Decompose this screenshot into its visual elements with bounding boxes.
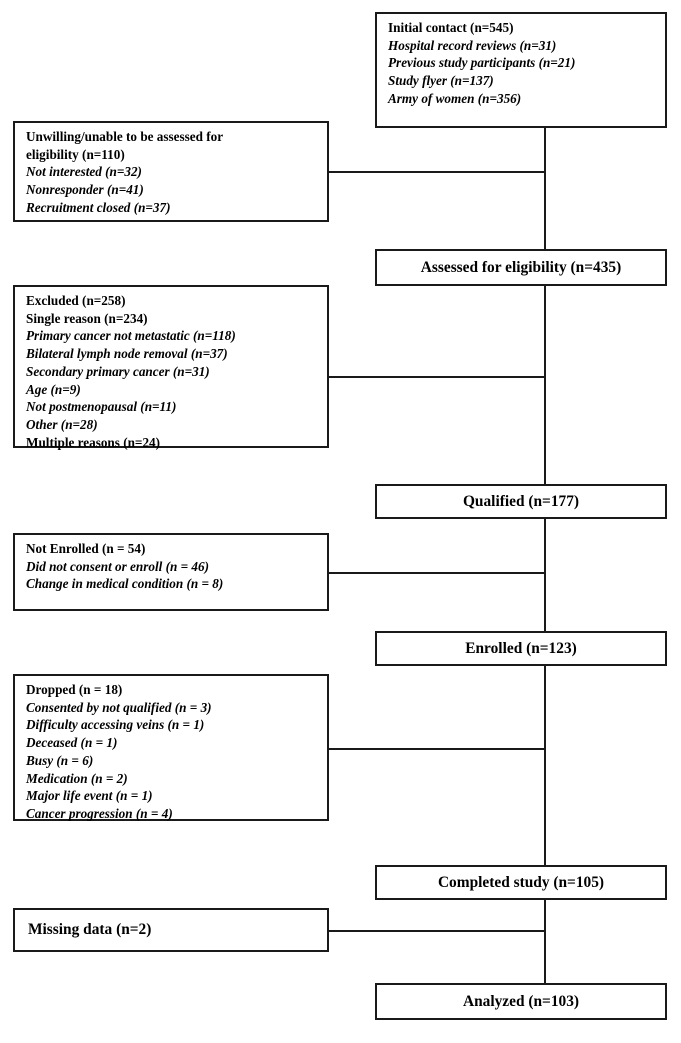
excluded-line-3: Primary cancer not metastatic (n=118): [26, 328, 236, 344]
box-unwilling-unable: Unwilling/unable to be assessed for elig…: [13, 121, 329, 222]
completed-label: Completed study (n=105): [437, 873, 605, 891]
connector-not-enrolled-branch: [328, 572, 546, 574]
box-not-enrolled-content: Not Enrolled (n = 54) Did not consent or…: [15, 535, 327, 598]
box-missing-data-content: Missing data (n=2): [15, 910, 327, 950]
box-qualified: Qualified (n=177): [375, 484, 667, 519]
box-dropped-content: Dropped (n = 18) Consented by not qualif…: [15, 676, 327, 828]
excluded-line-4: Bilateral lymph node removal (n=37): [26, 346, 228, 362]
excluded-line-1: Excluded (n=258): [26, 293, 126, 308]
initial-contact-line-4: Study flyer (n=137): [388, 73, 494, 89]
box-assessed-for-eligibility: Assessed for eligibility (n=435): [375, 249, 667, 286]
box-qualified-content: Qualified (n=177): [377, 486, 665, 517]
box-unwilling-unable-content: Unwilling/unable to be assessed for elig…: [15, 123, 327, 222]
box-initial-contact: Initial contact (n=545) Hospital record …: [375, 12, 667, 128]
box-excluded-content: Excluded (n=258) Single reason (n=234) P…: [15, 287, 327, 456]
qualified-label: Qualified (n=177): [462, 492, 580, 510]
dropped-line-7: Major life event (n = 1): [26, 788, 153, 804]
excluded-line-6: Age (n=9): [26, 381, 81, 397]
dropped-line-3: Difficulty accessing veins (n = 1): [26, 717, 205, 733]
connector-completed-to-analyzed: [544, 899, 546, 983]
unwilling-line-5: Recruitment closed (n=37): [26, 199, 171, 215]
initial-contact-line-5: Army of women (n=356): [388, 90, 522, 106]
excluded-line-9: Multiple reasons (n=24): [26, 434, 161, 450]
unwilling-line-4: Nonresponder (n=41): [26, 182, 144, 198]
connector-dropped-branch: [328, 748, 546, 750]
unwilling-line-2: eligibility (n=110): [26, 146, 125, 162]
excluded-line-2: Single reason (n=234): [26, 310, 148, 326]
connector-assessed-to-qualified: [544, 285, 546, 484]
assessed-label: Assessed for eligibility (n=435): [420, 258, 622, 276]
initial-contact-line-3: Previous study participants (n=21): [388, 55, 576, 71]
dropped-line-6: Medication (n = 2): [26, 770, 128, 786]
missing-data-label: Missing data (n=2): [28, 921, 152, 938]
connector-unwilling-branch: [328, 171, 546, 173]
not-enrolled-line-3: Change in medical condition (n = 8): [26, 576, 224, 592]
box-not-enrolled: Not Enrolled (n = 54) Did not consent or…: [13, 533, 329, 611]
dropped-line-2: Consented by not qualified (n = 3): [26, 699, 212, 715]
excluded-line-8: Other (n=28): [26, 416, 98, 432]
not-enrolled-line-1: Not Enrolled (n = 54): [26, 541, 146, 556]
not-enrolled-line-2: Did not consent or enroll (n = 46): [26, 558, 210, 574]
box-analyzed: Analyzed (n=103): [375, 983, 667, 1020]
dropped-line-8: Cancer progression (n = 4): [26, 805, 173, 821]
excluded-line-5: Secondary primary cancer (n=31): [26, 363, 210, 379]
initial-contact-line-1: Initial contact (n=545): [388, 20, 514, 35]
connector-enrolled-to-completed: [544, 665, 546, 865]
dropped-line-1: Dropped (n = 18): [26, 682, 123, 697]
box-completed-content: Completed study (n=105): [377, 867, 665, 898]
box-excluded: Excluded (n=258) Single reason (n=234) P…: [13, 285, 329, 450]
box-initial-contact-content: Initial contact (n=545) Hospital record …: [377, 14, 665, 113]
box-completed-study: Completed study (n=105): [375, 865, 667, 900]
dropped-line-4: Deceased (n = 1): [26, 735, 118, 751]
connector-initial-to-assessed: [544, 127, 546, 249]
enrolled-label: Enrolled (n=123): [465, 639, 577, 657]
box-dropped: Dropped (n = 18) Consented by not qualif…: [13, 674, 329, 821]
initial-contact-line-2: Hospital record reviews (n=31): [388, 37, 557, 53]
box-enrolled: Enrolled (n=123): [375, 631, 667, 666]
dropped-line-5: Busy (n = 6): [26, 752, 94, 768]
unwilling-line-3: Not interested (n=32): [26, 164, 142, 180]
analyzed-label: Analyzed (n=103): [462, 992, 580, 1010]
box-analyzed-content: Analyzed (n=103): [377, 985, 665, 1018]
excluded-line-7: Not postmenopausal (n=11): [26, 399, 177, 415]
box-assessed-content: Assessed for eligibility (n=435): [377, 251, 665, 284]
unwilling-line-1: Unwilling/unable to be assessed for: [26, 129, 224, 144]
connector-missing-data-branch: [328, 930, 546, 932]
connector-excluded-branch: [328, 376, 546, 378]
box-missing-data: Missing data (n=2): [13, 908, 329, 952]
box-enrolled-content: Enrolled (n=123): [377, 633, 665, 664]
connector-qualified-to-enrolled: [544, 518, 546, 631]
